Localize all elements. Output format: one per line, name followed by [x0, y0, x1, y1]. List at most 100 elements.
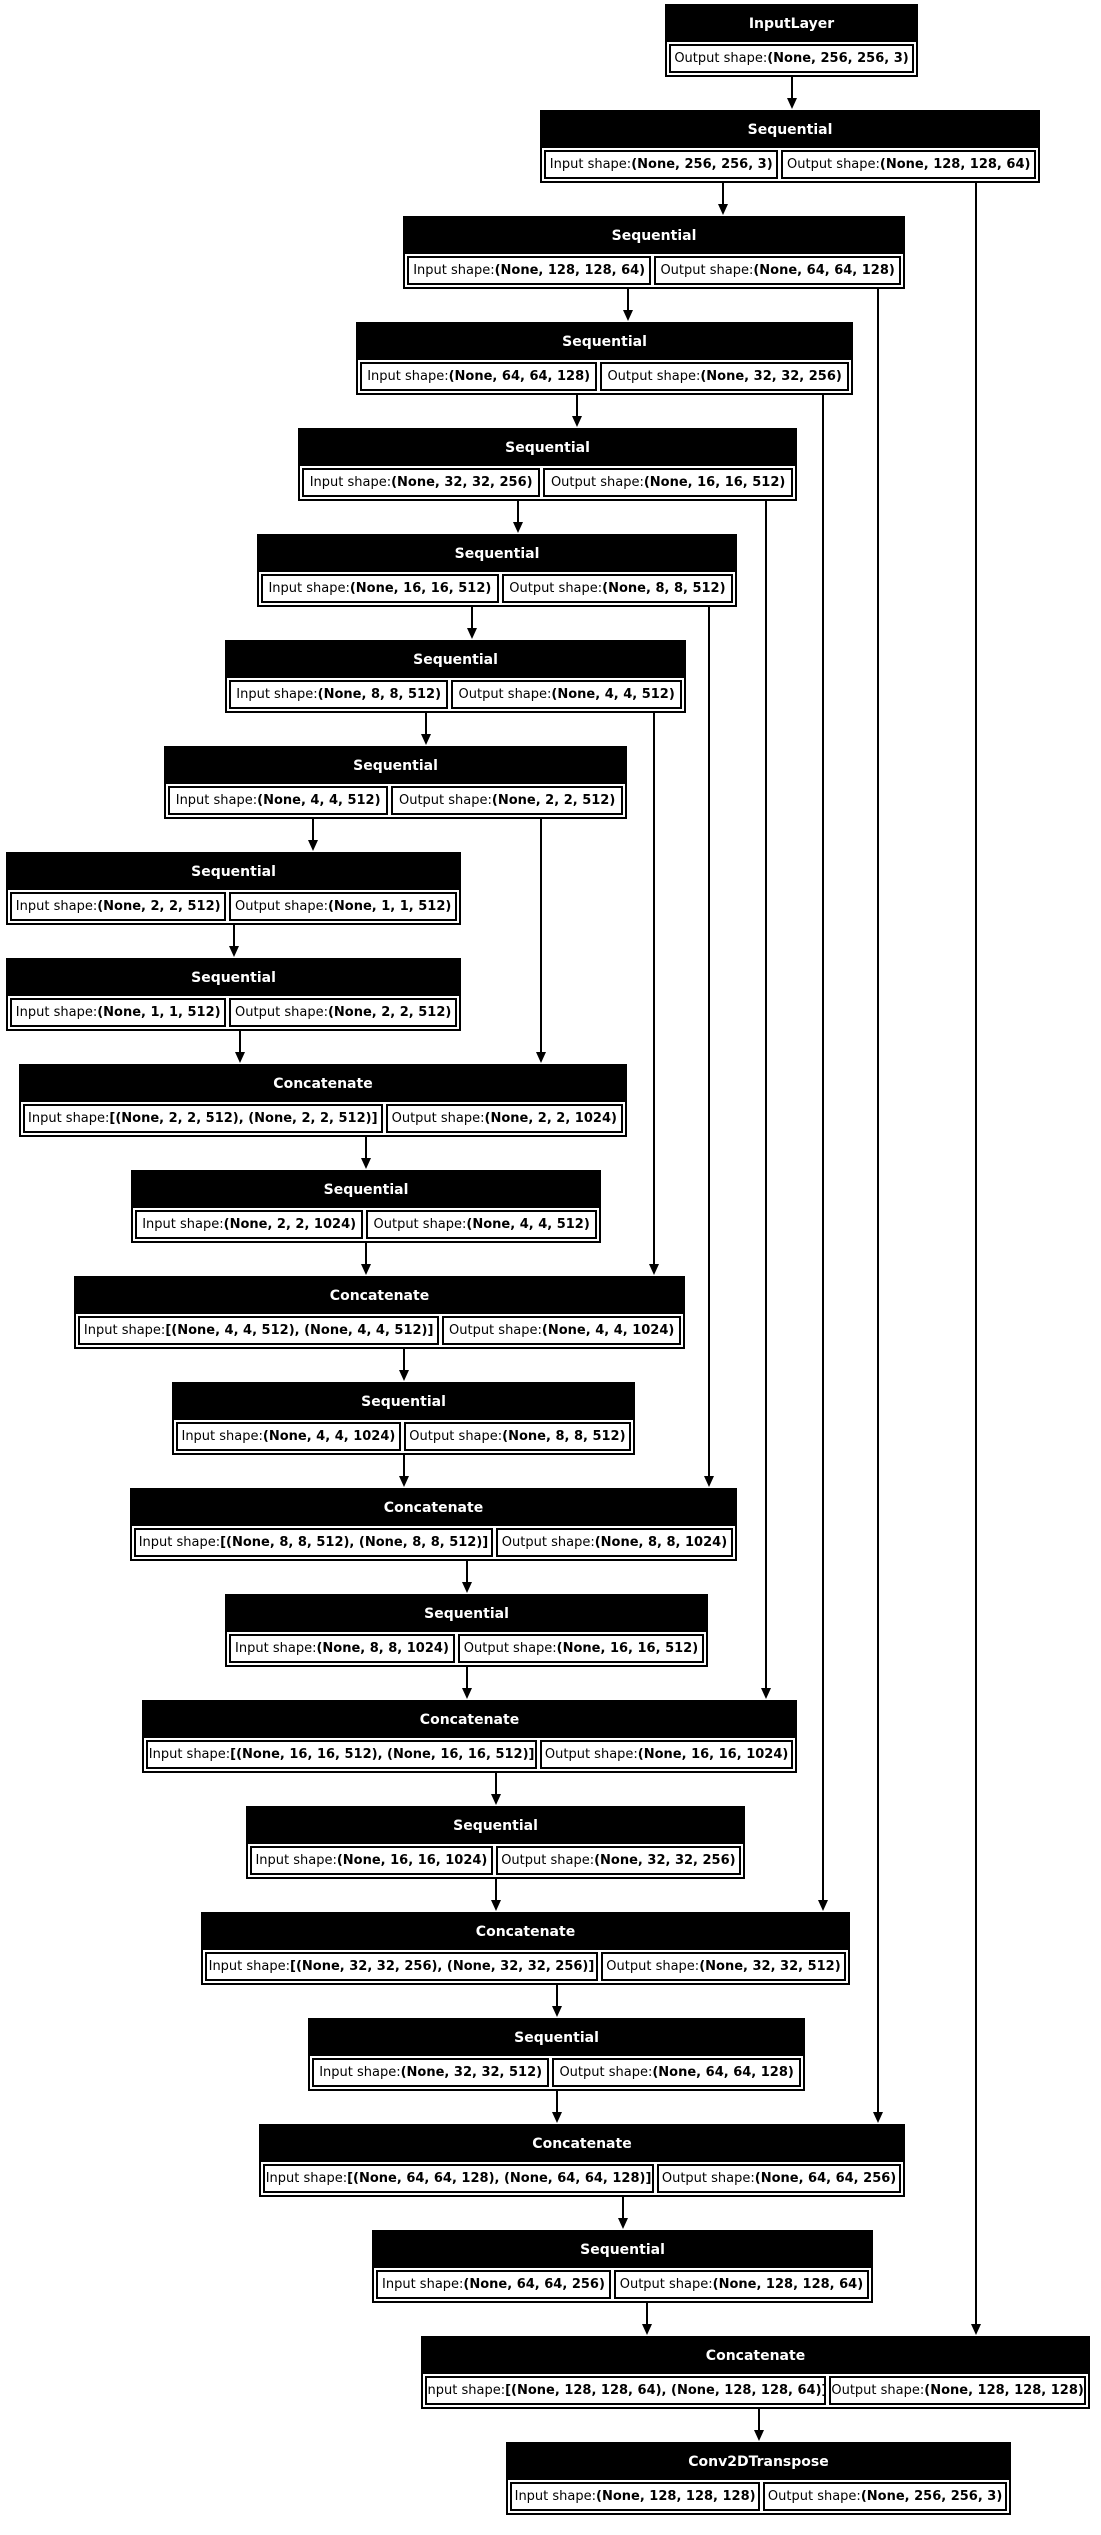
- node-concatenate-12: Concatenate Input shape: [(None, 4, 4, 5…: [74, 1276, 685, 1349]
- output-shape-value: (None, 4, 4, 1024): [541, 1323, 675, 1338]
- flow-arrow-0-1: [787, 77, 797, 109]
- output-shape-value: (None, 8, 8, 512): [502, 1429, 626, 1444]
- node-sequential-21: Sequential Input shape: (None, 64, 64, 2…: [372, 2230, 873, 2303]
- output-shape-label: Output shape:: [619, 2277, 713, 2292]
- node-concatenate-10: Concatenate Input shape: [(None, 2, 2, 5…: [19, 1064, 627, 1137]
- input-shape-value: (None, 4, 4, 512): [257, 793, 381, 808]
- output-shape-cell: Output shape: (None, 16, 16, 512): [457, 1634, 704, 1663]
- input-shape-label: Input shape:: [413, 263, 495, 278]
- layer-title: Concatenate: [261, 2126, 903, 2162]
- output-shape-value: (None, 2, 2, 1024): [484, 1111, 617, 1126]
- output-shape-value: (None, 64, 64, 128): [652, 2065, 794, 2080]
- layer-shape-row: Input shape: [(None, 128, 128, 64), (Non…: [423, 2374, 1088, 2407]
- node-concatenate-16: Concatenate Input shape: [(None, 16, 16,…: [142, 1700, 797, 1773]
- input-shape-value: (None, 64, 64, 256): [463, 2277, 605, 2292]
- layer-title: Sequential: [174, 1384, 633, 1420]
- input-shape-label: Input shape:: [83, 1323, 166, 1338]
- node-sequential-17: Sequential Input shape: (None, 16, 16, 1…: [246, 1806, 745, 1879]
- flow-arrow-13-14: [399, 1455, 409, 1487]
- output-shape-value: (None, 256, 256, 3): [767, 51, 909, 66]
- output-shape-value: (None, 4, 4, 512): [551, 687, 675, 702]
- input-shape-value: (None, 32, 32, 512): [400, 2065, 543, 2080]
- output-shape-value: (None, 256, 256, 3): [860, 2489, 1003, 2504]
- layer-shape-row: Input shape: (None, 64, 64, 128) Output …: [358, 360, 851, 393]
- input-shape-value: (None, 8, 8, 512): [317, 687, 442, 702]
- layer-shape-row: Input shape: (None, 64, 64, 256) Output …: [374, 2268, 871, 2301]
- input-shape-cell: Input shape: (None, 16, 16, 512): [261, 574, 499, 603]
- layer-title: Concatenate: [144, 1702, 795, 1738]
- output-shape-cell: Output shape: (None, 8, 8, 512): [501, 574, 733, 603]
- node-sequential-7: Sequential Input shape: (None, 4, 4, 512…: [164, 746, 627, 819]
- layer-title: Sequential: [8, 854, 459, 890]
- output-shape-cell: Output shape: (None, 4, 4, 512): [451, 680, 682, 709]
- output-shape-label: Output shape:: [661, 2171, 755, 2186]
- layer-title: Concatenate: [21, 1066, 625, 1102]
- output-shape-value: (None, 128, 128, 64): [879, 157, 1031, 172]
- layer-title: Sequential: [248, 1808, 743, 1844]
- skip-connection-arrow-1-22: [971, 183, 981, 2335]
- input-shape-label: Input shape:: [367, 369, 449, 384]
- input-shape-cell: Input shape: (None, 16, 16, 1024): [250, 1846, 493, 1875]
- output-shape-label: Output shape:: [544, 1747, 638, 1762]
- input-shape-label: Input shape:: [255, 1853, 337, 1868]
- flow-arrow-8-9: [229, 925, 239, 957]
- skip-connection-arrow-2-20: [873, 289, 883, 2123]
- output-shape-value: (None, 8, 8, 1024): [594, 1535, 728, 1550]
- output-shape-label: Output shape:: [391, 1111, 485, 1126]
- layer-shape-row: Input shape: (None, 4, 4, 1024) Output s…: [174, 1420, 633, 1453]
- layer-title: Sequential: [405, 218, 903, 254]
- layer-shape-row: Input shape: [(None, 8, 8, 512), (None, …: [132, 1526, 735, 1559]
- layer-title: Sequential: [227, 1596, 706, 1632]
- node-conv2dtranspose-23: Conv2DTranspose Input shape: (None, 128,…: [506, 2442, 1011, 2515]
- input-shape-label: Input shape:: [549, 157, 632, 172]
- output-shape-cell: Output shape: (None, 128, 128, 128): [829, 2376, 1086, 2405]
- node-concatenate-20: Concatenate Input shape: [(None, 64, 64,…: [259, 2124, 905, 2197]
- output-shape-cell: Output shape: (None, 64, 64, 128): [654, 256, 901, 285]
- output-shape-label: Output shape:: [559, 2065, 653, 2080]
- output-shape-value: (None, 16, 16, 1024): [637, 1747, 789, 1762]
- input-shape-cell: Input shape: [(None, 16, 16, 512), (None…: [146, 1740, 538, 1769]
- input-shape-cell: Input shape: [(None, 8, 8, 512), (None, …: [134, 1528, 493, 1557]
- layer-title: InputLayer: [667, 6, 916, 42]
- flow-arrow-1-2: [718, 183, 728, 215]
- input-shape-cell: Input shape: (None, 32, 32, 512): [312, 2058, 550, 2087]
- input-shape-cell: Input shape: (None, 1, 1, 512): [10, 998, 227, 1027]
- flow-arrow-3-4: [572, 395, 582, 427]
- output-shape-cell: Output shape: (None, 16, 16, 512): [543, 468, 793, 497]
- flow-arrow-19-20: [552, 2091, 562, 2123]
- input-shape-value: [(None, 32, 32, 256), (None, 32, 32, 256…: [290, 1959, 595, 1974]
- output-shape-label: Output shape:: [550, 475, 644, 490]
- input-shape-cell: Input shape: (None, 128, 128, 64): [407, 256, 652, 285]
- input-shape-label: Input shape:: [28, 1111, 110, 1126]
- input-shape-label: Input shape:: [268, 581, 350, 596]
- input-shape-value: (None, 16, 16, 512): [349, 581, 492, 596]
- node-sequential-11: Sequential Input shape: (None, 2, 2, 102…: [131, 1170, 601, 1243]
- layer-shape-row: Input shape: (None, 32, 32, 256) Output …: [300, 466, 795, 499]
- input-shape-label: Input shape:: [148, 1747, 231, 1762]
- input-shape-value: (None, 128, 128, 128): [596, 2489, 756, 2504]
- output-shape-cell: Output shape: (None, 128, 128, 64): [613, 2270, 869, 2299]
- input-shape-label: Input shape:: [208, 1959, 291, 1974]
- node-sequential-6: Sequential Input shape: (None, 8, 8, 512…: [225, 640, 686, 713]
- flow-arrow-10-11: [361, 1137, 371, 1169]
- node-sequential-3: Sequential Input shape: (None, 64, 64, 1…: [356, 322, 853, 395]
- input-shape-cell: Input shape: (None, 256, 256, 3): [544, 150, 779, 179]
- input-shape-cell: Input shape: (None, 4, 4, 512): [168, 786, 389, 815]
- skip-connection-arrow-4-16: [761, 501, 771, 1699]
- flow-arrow-17-18: [491, 1879, 501, 1911]
- input-shape-cell: Input shape: [(None, 32, 32, 256), (None…: [205, 1952, 598, 1981]
- input-shape-label: Input shape:: [382, 2277, 464, 2292]
- flow-arrow-22-23: [754, 2409, 764, 2441]
- output-shape-cell: Output shape: (None, 128, 128, 64): [781, 150, 1036, 179]
- input-shape-value: (None, 16, 16, 1024): [336, 1853, 488, 1868]
- output-shape-label: Output shape:: [787, 157, 880, 172]
- output-shape-value: (None, 32, 32, 256): [700, 369, 842, 384]
- input-shape-cell: Input shape: (None, 2, 2, 512): [10, 892, 227, 921]
- output-shape-cell: Output shape: (None, 32, 32, 512): [600, 1952, 846, 1981]
- input-shape-value: [(None, 8, 8, 512), (None, 8, 8, 512)]: [220, 1535, 489, 1550]
- layer-title: Sequential: [8, 960, 459, 996]
- input-shape-value: (None, 1, 1, 512): [97, 1005, 221, 1020]
- output-shape-value: (None, 64, 64, 256): [754, 2171, 897, 2186]
- output-shape-value: (None, 2, 2, 512): [327, 1005, 452, 1020]
- flow-arrow-20-21: [618, 2197, 628, 2229]
